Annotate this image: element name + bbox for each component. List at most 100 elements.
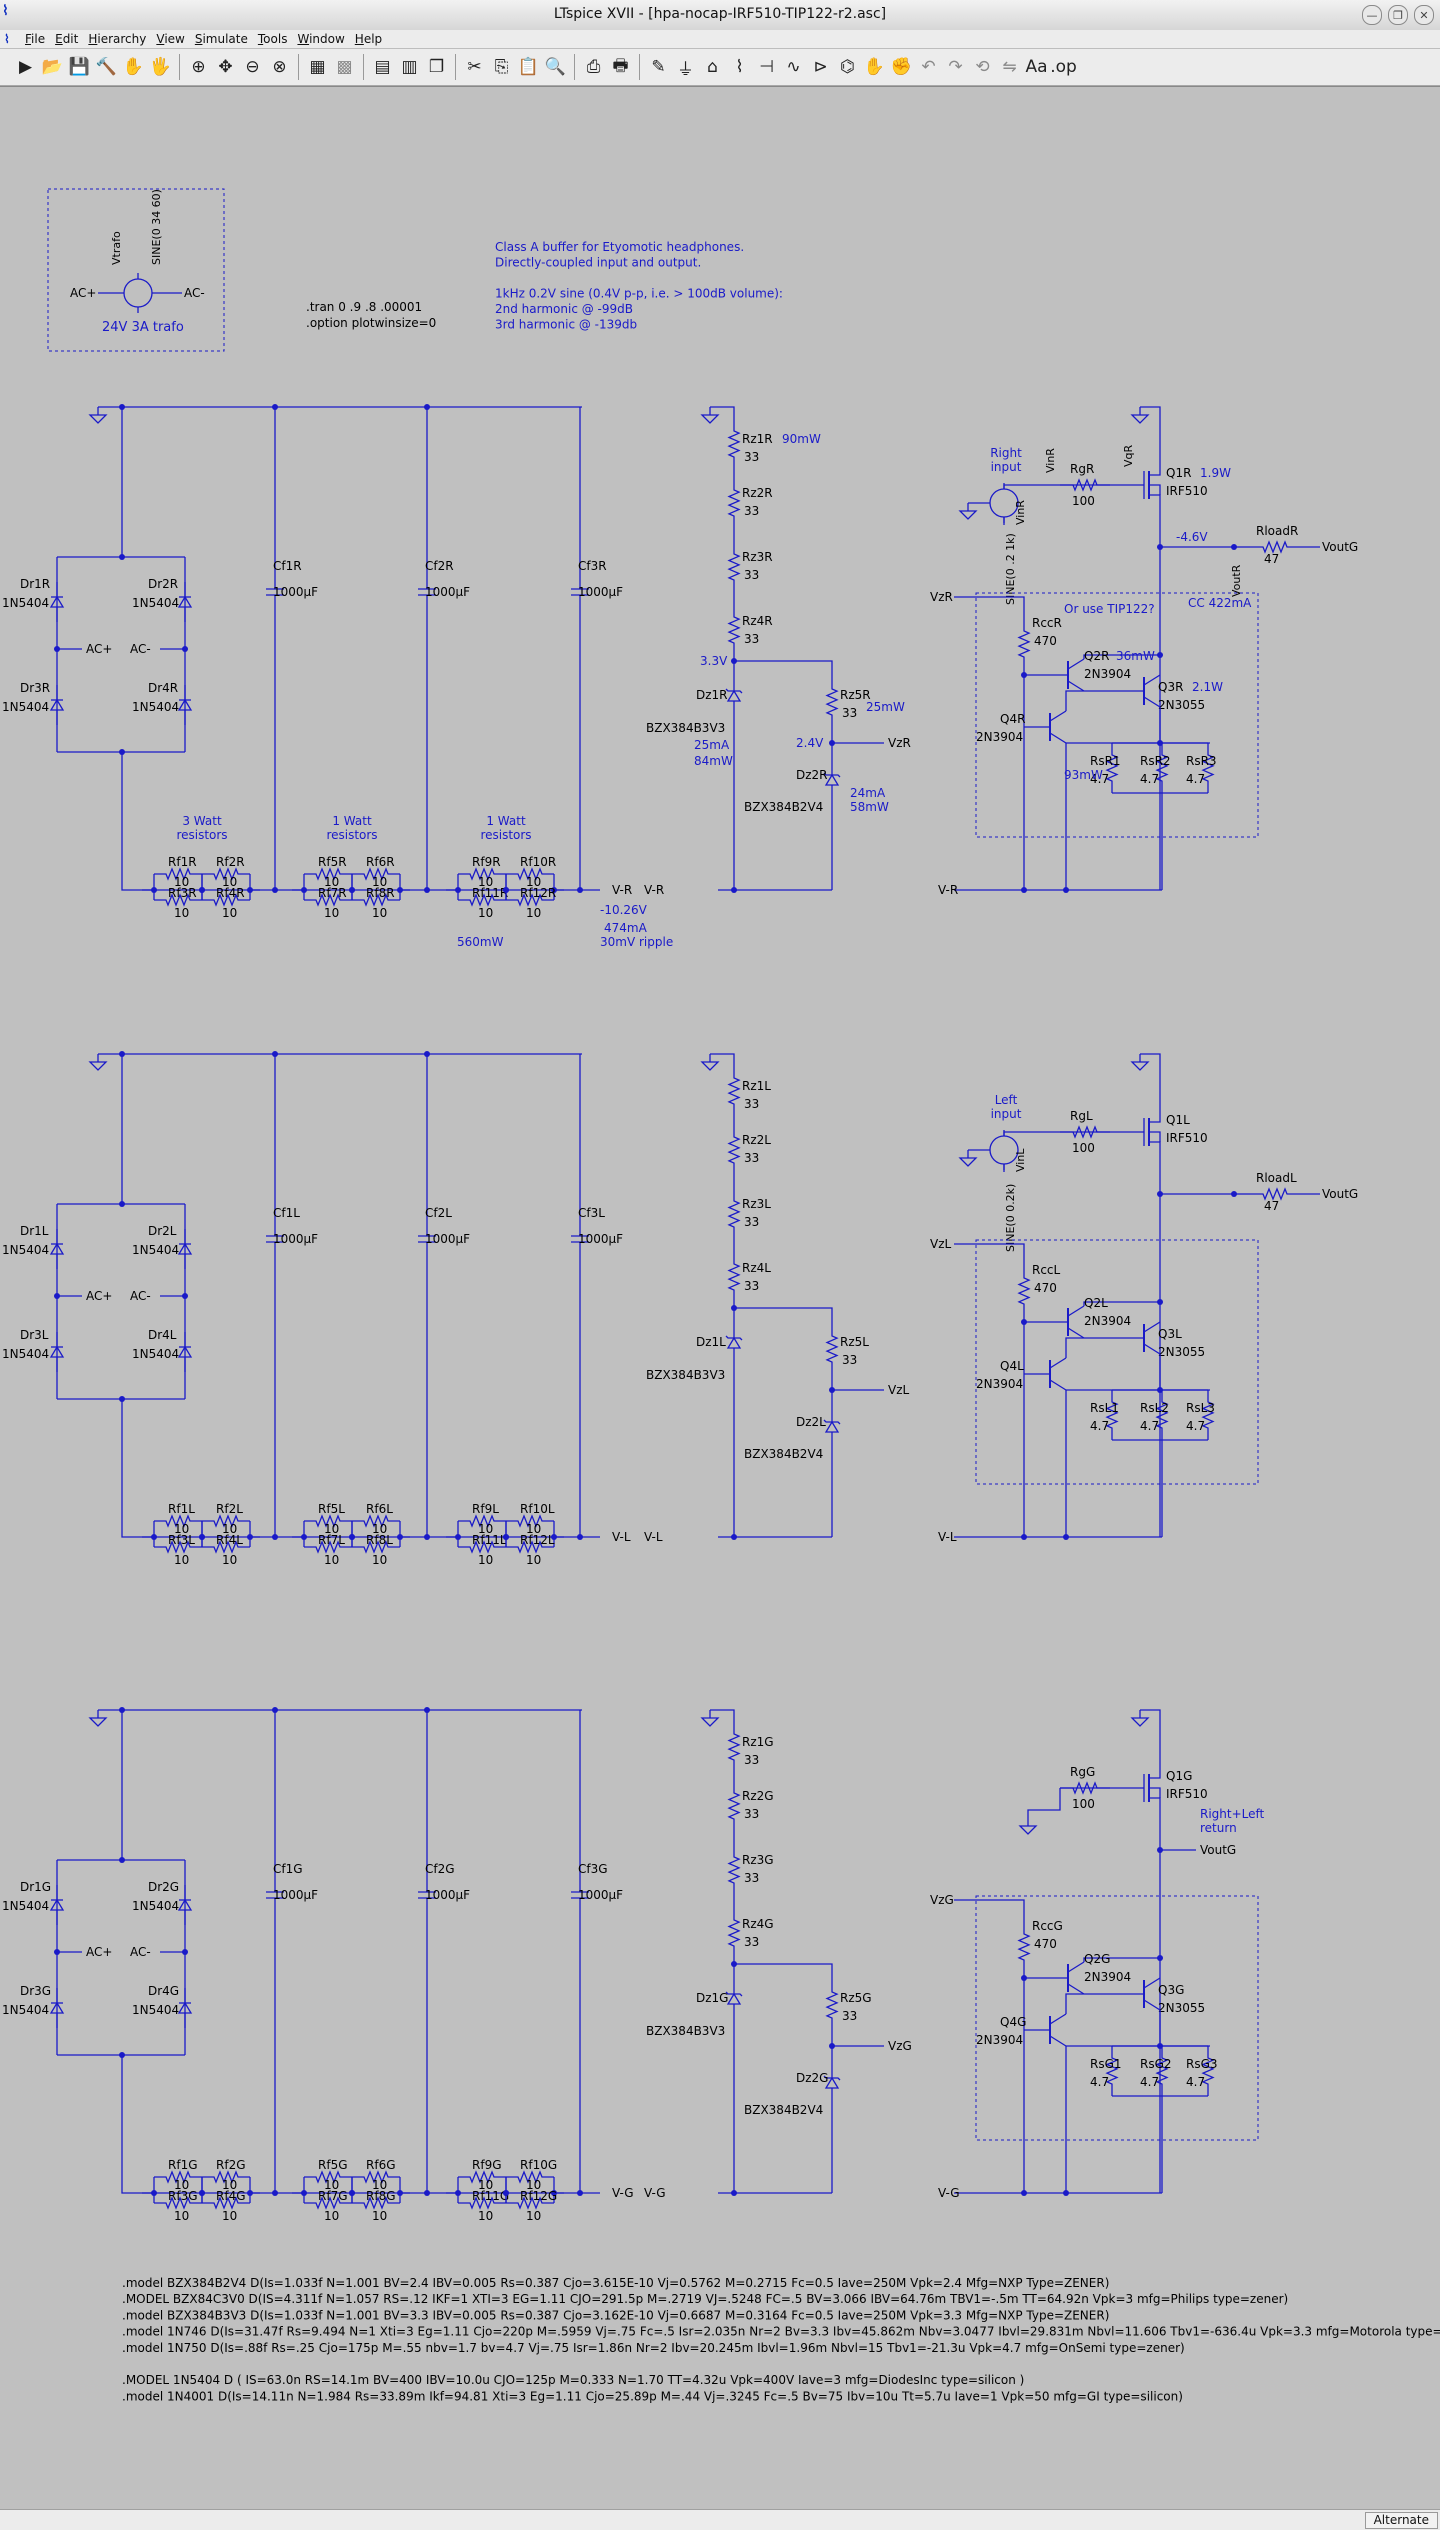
tile-horiz-icon[interactable]: ▤: [374, 57, 391, 77]
open-icon[interactable]: 📂: [41, 57, 64, 77]
diode-value: 1N5404: [132, 596, 179, 610]
voltage-note: 2.4V: [796, 736, 824, 750]
zener-bar: [725, 1335, 743, 1341]
resistor-value: 100: [1072, 1797, 1095, 1811]
wire: [1143, 1999, 1161, 2011]
wire: [1149, 484, 1161, 495]
resistor-name: Rf1L: [168, 1502, 195, 1516]
menu-edit[interactable]: Edit: [55, 32, 79, 46]
tile-vert-icon[interactable]: ▥: [401, 57, 418, 77]
draw-wire-icon[interactable]: ✎: [651, 57, 666, 77]
resistor-symbol: [154, 1514, 202, 1528]
zener-name: Dz1G: [696, 1991, 728, 2005]
run-icon[interactable]: ▶: [18, 57, 33, 77]
ground-icon[interactable]: ⏚: [677, 59, 694, 80]
resistor-symbol: [202, 867, 250, 881]
component-icon[interactable]: ⌬: [840, 57, 855, 77]
halt-icon[interactable]: ✋: [122, 57, 145, 77]
resistor-value: 100: [1072, 494, 1095, 508]
junction-dot: [151, 2190, 157, 2196]
zener-value: BZX384B3V3: [646, 721, 725, 735]
save-icon[interactable]: 💾: [68, 57, 91, 77]
zoom-out-icon[interactable]: ⊖: [245, 57, 260, 77]
zoom-in-icon[interactable]: ⊕: [191, 57, 206, 77]
menu-tools[interactable]: Tools: [257, 32, 288, 46]
spice-directive-icon[interactable]: .op: [1050, 57, 1077, 77]
wire: [1143, 1977, 1161, 1989]
menu-file[interactable]: File: [25, 32, 46, 46]
menu-hierarchy[interactable]: Hierarchy: [88, 32, 147, 46]
inductor-icon[interactable]: ∿: [786, 57, 801, 77]
ltspice-icon[interactable]: ⌇: [2, 3, 9, 19]
junction-dot: [247, 1534, 253, 1540]
resistor-value: 10: [526, 2178, 541, 2192]
paste-icon[interactable]: 📋: [517, 57, 540, 77]
resistor-value: 470: [1034, 1281, 1057, 1295]
cut-icon[interactable]: ✂: [467, 57, 482, 77]
menu-window[interactable]: Window: [297, 32, 345, 46]
source-name: VinR: [1014, 500, 1027, 525]
text-icon[interactable]: Aa: [1025, 57, 1048, 77]
resistor-group-label: 3 Watt: [182, 814, 222, 828]
print-icon[interactable]: 🖶: [612, 55, 629, 76]
zoom-pan-icon[interactable]: ✥: [218, 57, 233, 77]
input-label: Right: [990, 446, 1022, 460]
capacitor-name: Cf2R: [425, 559, 454, 573]
minimize-button[interactable]: —: [1362, 5, 1382, 25]
diode-symbol: [177, 2001, 193, 2014]
cascade-icon[interactable]: ❐: [428, 57, 445, 77]
resistor-value: 33: [744, 1279, 759, 1293]
mosfet-name: Q1L: [1166, 1113, 1190, 1127]
menu-view[interactable]: View: [156, 32, 185, 46]
capacitor-icon[interactable]: ⊣: [759, 57, 774, 77]
resistor-group-label: 1 Watt: [332, 814, 372, 828]
menu-simulate[interactable]: Simulate: [194, 32, 248, 46]
redo-icon[interactable]: ↷: [948, 57, 963, 77]
resistor-icon[interactable]: ⌇: [735, 57, 744, 77]
transistor-value: 2N3904: [1084, 1970, 1131, 1984]
drag-icon[interactable]: ✊: [890, 57, 913, 77]
diode-name: Dr4G: [148, 1984, 179, 1998]
zoom-fit-icon[interactable]: ⊗: [272, 57, 287, 77]
resistor-value: 4.7: [1140, 772, 1159, 786]
close-button[interactable]: ✕: [1414, 5, 1434, 25]
resistor-symbol: [202, 2170, 250, 2184]
resistor-value: 10: [478, 875, 493, 889]
mosfet-name: Q1R: [1166, 466, 1191, 480]
grid-icon[interactable]: ▩: [336, 57, 353, 77]
menu-bar: ⌇ File Edit Hierarchy View Simulate Tools Wind…: [0, 30, 1440, 49]
wire: [1149, 494, 1161, 505]
autorange-icon[interactable]: ▦: [309, 57, 326, 77]
resistor-name: Rz5L: [840, 1335, 869, 1349]
model-directive: .model BZX384B2V4 D(Is=1.033f N=1.001 BV…: [122, 2276, 1109, 2290]
mosfet-value: IRF510: [1166, 484, 1208, 498]
diode-icon[interactable]: ⊳: [813, 57, 828, 77]
control-panel-icon[interactable]: 🔨: [95, 57, 118, 77]
resistor-symbol: [727, 1064, 741, 1118]
label-net-icon[interactable]: ⌂: [707, 57, 718, 77]
pan-icon[interactable]: 🖐: [149, 57, 172, 77]
maximize-button[interactable]: ❐: [1388, 5, 1408, 25]
resistor-value: 33: [842, 706, 857, 720]
rotate-icon[interactable]: ⟲: [975, 57, 990, 77]
move-icon[interactable]: ✋: [863, 57, 886, 77]
resistor-value: 10: [478, 1522, 493, 1536]
resistor-name: RsL2: [1140, 1401, 1169, 1415]
print-setup-icon[interactable]: ⎙: [586, 57, 601, 77]
find-icon[interactable]: 🔍: [544, 57, 567, 77]
resistor-value: 33: [744, 1151, 759, 1165]
document-icon[interactable]: ⌇: [4, 32, 10, 46]
resistor-name: RsG1: [1090, 2057, 1122, 2071]
mirror-icon[interactable]: ⇋: [1002, 57, 1017, 77]
capacitor-name: Cf2G: [425, 1862, 455, 1876]
copy-icon[interactable]: ⎘: [494, 57, 509, 77]
resistor-name: Rf11R: [472, 886, 508, 900]
menu-help[interactable]: Help: [354, 32, 383, 46]
resistor-name: Rf1R: [168, 855, 197, 869]
resistor-name: Rf3L: [168, 1533, 195, 1547]
undo-icon[interactable]: ↶: [921, 57, 936, 77]
resistor-symbol: [352, 893, 400, 907]
junction-dot: [397, 887, 403, 893]
